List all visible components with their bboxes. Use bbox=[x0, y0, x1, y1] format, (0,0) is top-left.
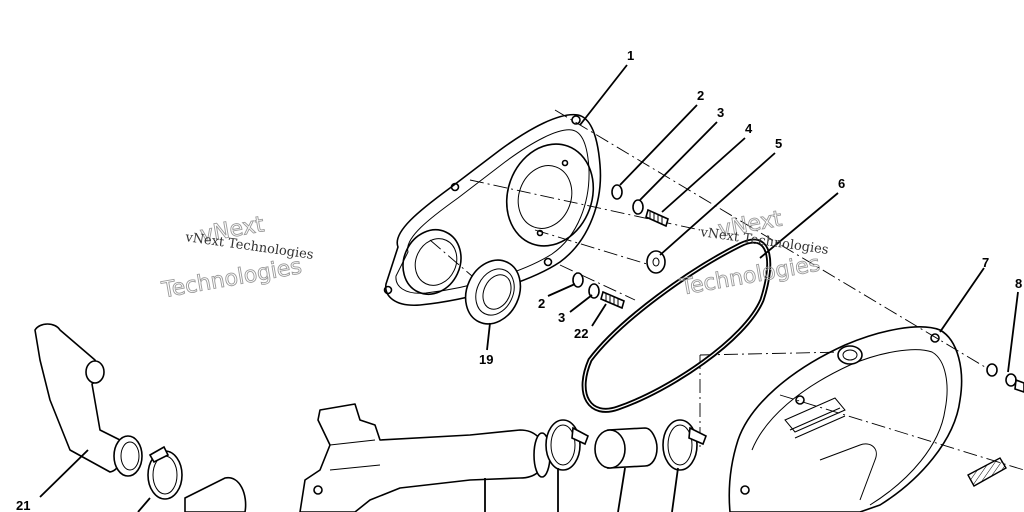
hose-clamp-c bbox=[147, 445, 183, 500]
callout-4: 4 bbox=[745, 121, 753, 136]
callout-7: 7 bbox=[982, 255, 989, 270]
hose-clamp-b bbox=[662, 419, 708, 471]
inner-cover-plate bbox=[383, 113, 602, 306]
leader-lines bbox=[39, 64, 1019, 512]
watermark-left-technologies: Technologies bbox=[159, 254, 304, 303]
hose-segment bbox=[184, 477, 247, 512]
callout-5: 5 bbox=[775, 136, 782, 151]
callout-3: 3 bbox=[717, 105, 724, 120]
callout-19: 19 bbox=[479, 352, 493, 367]
watermark-right-technologies: Technologies bbox=[678, 252, 823, 301]
hose-clamp-a bbox=[545, 419, 589, 471]
washer-bolt-lower bbox=[572, 272, 625, 310]
air-duct bbox=[299, 403, 551, 512]
callout-2-lower: 2 bbox=[538, 296, 545, 311]
watermark-left: vNext Technologies vNext Technologies bbox=[159, 212, 315, 304]
washer-bolt-upper bbox=[611, 184, 669, 228]
callout-labels: 1 2 3 4 5 6 7 8 2 3 22 19 21 bbox=[16, 48, 1022, 512]
callout-3-lower: 3 bbox=[558, 310, 565, 325]
bushing bbox=[646, 250, 666, 274]
callout-8: 8 bbox=[1015, 276, 1022, 291]
callout-1: 1 bbox=[627, 48, 634, 63]
callout-22: 22 bbox=[574, 326, 588, 341]
seal-ring bbox=[464, 259, 522, 325]
callout-6: 6 bbox=[838, 176, 845, 191]
callout-2: 2 bbox=[697, 88, 704, 103]
hose-boot bbox=[594, 427, 658, 469]
drive-belt bbox=[581, 238, 772, 413]
callout-21: 21 bbox=[16, 498, 30, 512]
washer-right bbox=[986, 363, 1024, 393]
intake-pipe bbox=[34, 323, 143, 477]
watermark-right: vNext Technologies vNext Technologies bbox=[677, 206, 829, 301]
outer-cover bbox=[728, 326, 1007, 512]
